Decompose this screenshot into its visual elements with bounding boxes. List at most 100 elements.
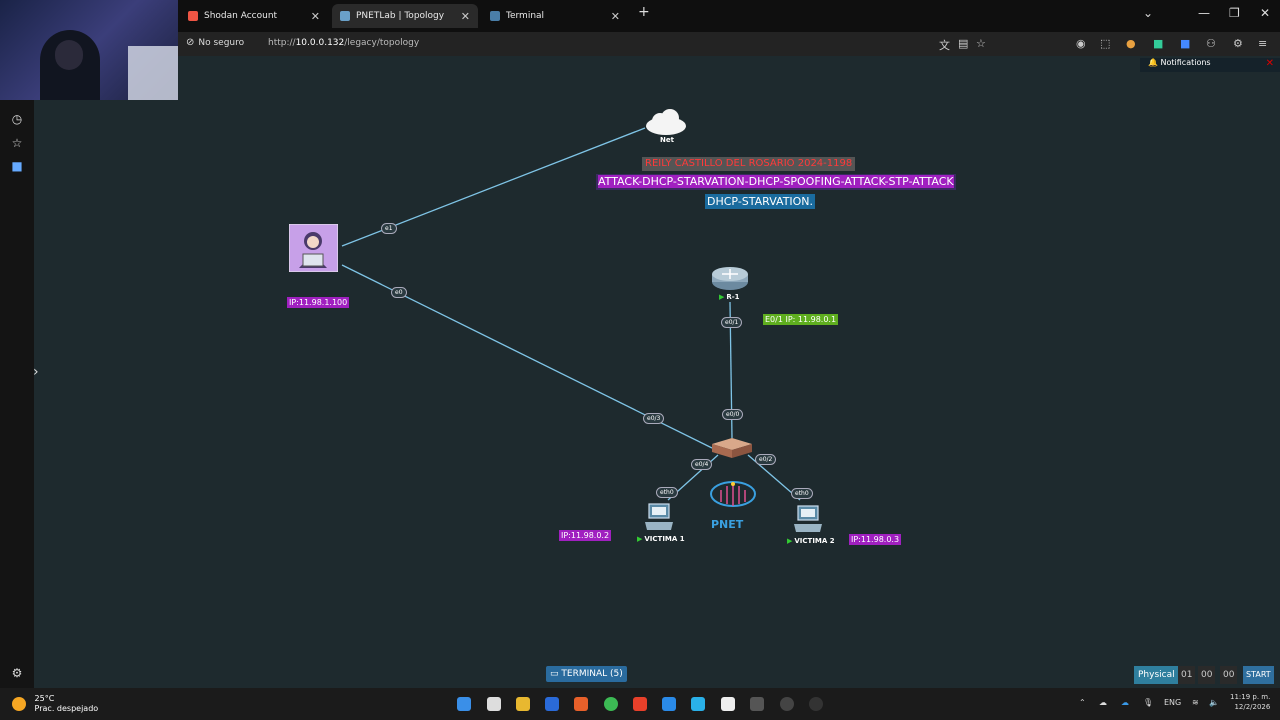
close-icon[interactable]: ✕ bbox=[460, 9, 470, 23]
app-icon[interactable] bbox=[750, 697, 764, 711]
brave-icon[interactable] bbox=[633, 697, 647, 711]
system-clock[interactable]: 11:19 p. m. 12/2/2026 bbox=[1230, 692, 1270, 712]
running-icon: ▶ bbox=[637, 535, 643, 543]
webcam-face bbox=[55, 40, 83, 70]
terminal-button-label: TERMINAL (5) bbox=[561, 669, 623, 679]
url-prefix: http:// bbox=[268, 38, 296, 48]
firefox-icon[interactable] bbox=[574, 697, 588, 711]
green-extension-icon[interactable]: ■ bbox=[1153, 37, 1164, 50]
install-app-icon[interactable]: ▤ bbox=[958, 37, 969, 50]
maximize-button[interactable]: ❐ bbox=[1229, 6, 1240, 20]
language-indicator[interactable]: ENG bbox=[1164, 698, 1182, 707]
tab-pnetlab[interactable]: PNETLab | Topology ✕ bbox=[332, 4, 478, 28]
app-icon[interactable] bbox=[691, 697, 705, 711]
interface-label-e0-0: e0/0 bbox=[722, 409, 744, 420]
timer-hours: 01 bbox=[1178, 666, 1196, 684]
tab-label: Terminal bbox=[506, 11, 545, 21]
pnetlab-icon bbox=[340, 11, 350, 21]
url-host: 10.0.0.132 bbox=[295, 38, 345, 48]
mail-icon[interactable] bbox=[545, 697, 559, 711]
close-icon[interactable]: ✕ bbox=[310, 9, 320, 23]
menu-icon[interactable]: ≡ bbox=[1258, 37, 1268, 50]
cookie-extension-icon[interactable]: ● bbox=[1126, 37, 1136, 50]
folder-icon[interactable] bbox=[516, 697, 530, 711]
extensions-icon[interactable]: ⬚ bbox=[1100, 37, 1111, 50]
start-button[interactable]: START bbox=[1243, 666, 1274, 684]
vpn-extension-icon[interactable]: ⚇ bbox=[1206, 37, 1216, 50]
physical-button[interactable]: Physical bbox=[1134, 666, 1179, 684]
attack-banner-text: ATTACK-DHCP-STARVATION-DHCP-SPOOFING-ATT… bbox=[598, 175, 954, 188]
media-player-icon[interactable] bbox=[809, 697, 823, 711]
weather-text: Prac. despejado bbox=[34, 704, 99, 713]
interface-label-e0: e0 bbox=[391, 287, 407, 298]
github-icon[interactable] bbox=[780, 697, 794, 711]
new-tab-button[interactable]: + bbox=[638, 4, 650, 20]
left-sidebar: ◷ ☆ ■ ⚙ bbox=[0, 56, 34, 688]
tab-search-icon[interactable]: ⌄ bbox=[1143, 6, 1154, 20]
expand-sidebar-icon[interactable]: › bbox=[33, 364, 39, 380]
tab-label: PNETLab | Topology bbox=[356, 11, 445, 21]
chrome-icon[interactable] bbox=[604, 697, 618, 711]
pnet-logo-text: PNET bbox=[711, 518, 744, 531]
running-icon: ▶ bbox=[787, 537, 793, 545]
url-path: /legacy/topology bbox=[344, 38, 420, 48]
close-window-button[interactable]: ✕ bbox=[1260, 6, 1271, 20]
windows-start-icon[interactable] bbox=[457, 697, 471, 711]
weather-widget[interactable]: 25°C Prac. despejado bbox=[12, 694, 98, 714]
shield-extension-icon[interactable]: ■ bbox=[1180, 37, 1191, 50]
victim2-label: ▶VICTIMA 2 bbox=[787, 537, 835, 545]
router-icon[interactable] bbox=[711, 266, 749, 292]
shodan-icon bbox=[188, 11, 198, 21]
security-indicator[interactable]: ⊘ No seguro bbox=[186, 37, 244, 48]
onedrive-icon[interactable]: ☁ bbox=[1121, 698, 1129, 707]
sidebar-app-icon[interactable]: ■ bbox=[11, 159, 23, 173]
computer-icon[interactable] bbox=[792, 504, 824, 534]
tab-shodan[interactable]: Shodan Account ✕ bbox=[180, 4, 328, 28]
router-ip-label: E0/1 IP: 11.98.0.1 bbox=[763, 314, 839, 325]
close-icon[interactable]: ✕ bbox=[610, 9, 620, 23]
router-name: R-1 bbox=[726, 293, 740, 301]
system-date: 12/2/2026 bbox=[1234, 703, 1271, 711]
computer-icon[interactable] bbox=[643, 502, 675, 532]
dhcp-banner: DHCP-STARVATION. bbox=[705, 194, 816, 209]
vscode-icon[interactable] bbox=[662, 697, 676, 711]
tab-label: Shodan Account bbox=[204, 11, 278, 21]
sun-icon bbox=[12, 697, 26, 711]
wifi-icon[interactable]: ≋ bbox=[1192, 698, 1199, 707]
terminal-tab-icon bbox=[490, 11, 500, 21]
tray-chevron-icon[interactable]: ⌃ bbox=[1079, 698, 1086, 707]
router-label: ▶R-1 bbox=[719, 293, 740, 301]
tab-terminal[interactable]: Terminal ✕ bbox=[482, 4, 628, 28]
terminal-button[interactable]: ▭ TERMINAL (5) bbox=[546, 666, 627, 682]
minimize-button[interactable]: — bbox=[1198, 6, 1210, 20]
account-icon[interactable]: ◉ bbox=[1076, 37, 1086, 50]
net-label: Net bbox=[660, 136, 674, 144]
timer-minutes: 00 bbox=[1198, 666, 1216, 684]
microphone-icon[interactable]: 🎙 bbox=[1143, 698, 1154, 707]
puzzle-icon[interactable]: ⚙ bbox=[1233, 37, 1243, 50]
translate-icon[interactable]: 文 bbox=[939, 39, 950, 52]
webcam-background-window bbox=[128, 46, 178, 100]
url-field[interactable]: http://10.0.0.132/legacy/topology bbox=[268, 38, 419, 48]
notion-icon[interactable] bbox=[721, 697, 735, 711]
favorites-icon[interactable]: ☆ bbox=[11, 136, 23, 150]
cloud-icon[interactable] bbox=[644, 108, 688, 138]
victim2-ip-label: IP:11.98.0.3 bbox=[849, 534, 902, 545]
interface-label-e0-3: e0/3 bbox=[643, 413, 665, 424]
close-icon[interactable]: ✕ bbox=[1265, 58, 1274, 69]
topology-canvas[interactable] bbox=[0, 56, 1280, 688]
file-icon[interactable] bbox=[487, 697, 501, 711]
notifications-header[interactable]: 🔔 Notifications ✕ bbox=[1140, 58, 1280, 72]
author-banner: REILY CASTILLO DEL ROSARIO 2024-1198 bbox=[642, 157, 856, 171]
bookmark-star-icon[interactable]: ☆ bbox=[976, 37, 986, 50]
cloud-sync-icon[interactable]: ☁ bbox=[1099, 698, 1107, 707]
switch-icon[interactable] bbox=[710, 436, 754, 458]
temperature: 25°C bbox=[34, 694, 55, 703]
history-icon[interactable]: ◷ bbox=[11, 112, 23, 126]
attack-banner: ATTACK-DHCP-STARVATION-DHCP-SPOOFING-ATT… bbox=[596, 174, 956, 190]
settings-icon[interactable]: ⚙ bbox=[11, 666, 23, 680]
hacker-icon[interactable] bbox=[289, 224, 338, 272]
volume-icon[interactable]: 🔈 bbox=[1209, 698, 1219, 707]
interface-label-e0-2: e0/2 bbox=[755, 454, 777, 465]
